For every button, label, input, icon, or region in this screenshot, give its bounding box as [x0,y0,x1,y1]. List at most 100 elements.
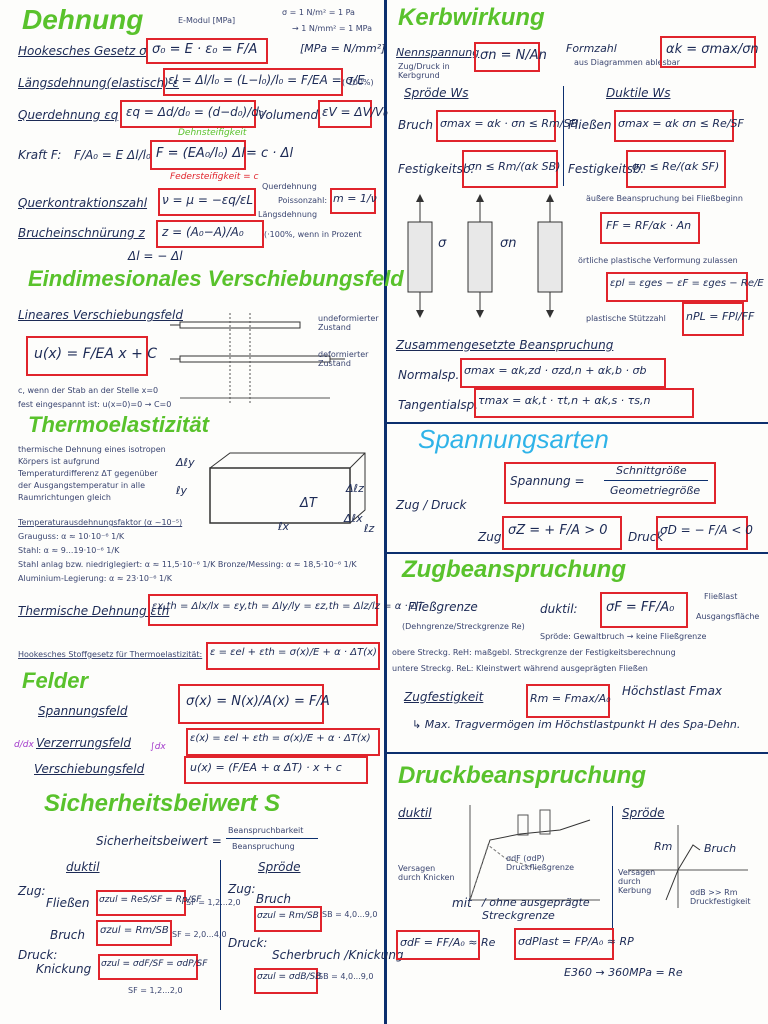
fliess-note2: Ausgangsfläche [696,612,760,621]
lx-label: ℓx [278,520,290,533]
stoff-formula: ε = εel + εth = σ(x)/E + α · ΔT(x) [210,647,377,658]
sicherheit-def-label: Sicherheitsbeiwert = [96,834,222,848]
unit-note: → 1 N/mm² = 1 MPa [292,24,373,33]
querkontr-label: Querkontraktionszahl [18,196,148,210]
nenn-note: Zug/Druck in Kerbgrund [398,62,450,80]
obere-note: obere Streckg. ReH: maßgebl. Streckgrenz… [392,648,676,657]
zusammen-label: Zusammengesetzte Beanspruchung [396,338,614,352]
formula-box [178,684,324,724]
spannung-def-label: Spannung = [510,474,585,488]
thermische-formula: εx,th = Δlx/lx = εy,th = Δly/ly = εz,th … [152,601,424,612]
fraction-line [604,480,708,481]
spannung-formula: σ(x) = N(x)/A(x) = F/A [186,694,330,709]
querdehnung-note: Querdehnung [262,182,317,191]
scherbruch-formula: σzul = σdB/SB [257,972,322,982]
formula-box [502,516,622,550]
thermo-guss: Grauguss: α ≈ 10·10⁻⁶ 1/K [18,532,125,541]
zug-sp-label: Zug: [228,882,256,896]
rm-label: Rm [654,840,673,853]
formula-box [186,728,380,756]
sproede-note: Spröde: Gewaltbruch → keine Fließgrenze [540,632,707,641]
festig2-formula: σn ≤ Re/(αk SF) [632,160,720,173]
bruch-formula: σzul = Rm/SB [100,925,169,936]
sdx-note: ∫dx [150,742,166,752]
quer-label: Querdehnung εq [18,108,119,122]
thermo-desc: thermische Dehnung eines isotropen Körpe… [18,445,166,502]
bruch-label: Brucheinschnürung z [18,226,145,240]
scherbruch-s: SB = 4,0...9,0 [318,972,374,981]
bruch-note: (·100%, wenn in Prozent [264,230,362,239]
formula-box [396,930,480,960]
thermo-stahl: Stahl: α ≈ 9...19·10⁻⁶ 1/K [18,546,120,555]
dfsp-note: σdF (σdP) Druckfließgrenze [506,854,575,872]
formula-box [206,642,380,670]
bruch-sp-label: Bruch [256,892,291,906]
mpa-note: [MPa = N/mm²] [300,42,386,55]
section-title-thermo: Thermoelastizität [28,412,209,437]
lz-label: ℓz [364,522,375,535]
bruch-sp-formula: σzul = Rm/SB [257,911,319,921]
e360-note: E360 → 360MPa = Re [564,966,683,979]
hoechst-note: Höchstlast Fmax [622,684,723,698]
dehnsteifigkeit-note: Dehnsteifigkeit [178,128,247,138]
formula-box [682,302,744,336]
formula-box [156,220,264,248]
duktil-heading: duktil [66,860,100,874]
thermo-stahl2: Stahl anlag bzw. niedriglegiert: α ≈ 11,… [18,560,357,569]
section-title-druck: Druckbeanspruchung [398,762,647,789]
formula-box [254,968,318,994]
verzerrung-label: Verzerrungsfeld [36,736,132,750]
column-divider-small [612,806,613,956]
stoff-label: Hookesches Stoffgesetz für Thermoelastiz… [18,650,203,659]
d-dx-note: d/dx [14,740,34,750]
formula-box [606,272,748,302]
laengsdehnung-note: Längsdehnung [258,210,318,219]
stuetz-formula: nPL = FPl/FF [686,310,755,323]
df-formula: σdF = FF/A₀ ≈ Re [400,936,496,949]
formula-box [600,592,688,628]
section-title-verschiebung: Eindimesionales Verschiebungsfeld [28,266,404,291]
druck-duktil: duktil [398,806,432,820]
untere-note: untere Streckg. ReL: Kleinstwert während… [392,664,648,673]
dlx-label: Δℓx [344,512,363,525]
mit-label: mit [452,896,472,910]
duktil-label: duktil: [540,602,578,616]
section-title-dehnung: Dehnung [22,4,144,35]
formula-box [614,110,734,142]
formula-box [660,36,756,68]
spannung-def-den: Geometriegröße [610,484,701,497]
linear-label: Lineares Verschiebungsfeld [18,308,183,322]
zugfest-label: Zugfestigkeit [404,690,484,704]
formula-box [600,212,700,244]
hooke-label: Hookesches Gesetz σ [18,44,147,58]
nenn-formula: σn = N/An [480,48,547,63]
druck-sproede-diagram [628,825,748,908]
verschiebungsfeld-label: Verschiebungsfeld [34,762,145,776]
section-divider [387,422,768,424]
poisson-note: Poissonzahl: [278,196,328,205]
emodul-note: E-Modul [MPa] [178,16,236,25]
verschiebungsfeld-formula: u(x) = (F/EA + α ΔT) · x + c [190,761,342,774]
fliessen-formula: σzul = ReS/SF = Rp/SF [99,895,202,905]
fliess-note1: Fließlast [704,592,738,601]
section-divider [387,552,768,554]
formula-box [656,516,748,550]
druck-label: Druck: [18,948,58,962]
volumen-label: Volumend. [258,108,322,122]
thermo-coef-label: Temperaturausdehnungsfaktor (α ~10⁻⁵) [18,518,183,527]
kraft-label: Kraft F: [18,148,62,162]
formula-box [158,188,256,216]
bruch-label: Bruch [398,118,433,132]
ly-label: ℓy [176,484,188,497]
druck-sp-label: Druck: [228,936,268,950]
thermo-block-diagram [209,452,366,524]
bruch-formula: σmax = αk · σn ≤ Rm/SB [440,117,579,130]
formula-box [120,100,256,128]
druck-formula: σD = − F/A < 0 [660,523,753,537]
formula-box [474,388,694,418]
hooke-formula: σ₀ = E · ε₀ = F/A [152,42,258,57]
laengs-pct: (·100%) [342,78,374,87]
laengs-label: Längsdehnung(elastisch) ε [18,76,180,90]
normal-formula: σmax = αk,zd · σzd,n + αk,b · σb [464,364,647,377]
kerb-specimen-diagram [407,194,563,318]
